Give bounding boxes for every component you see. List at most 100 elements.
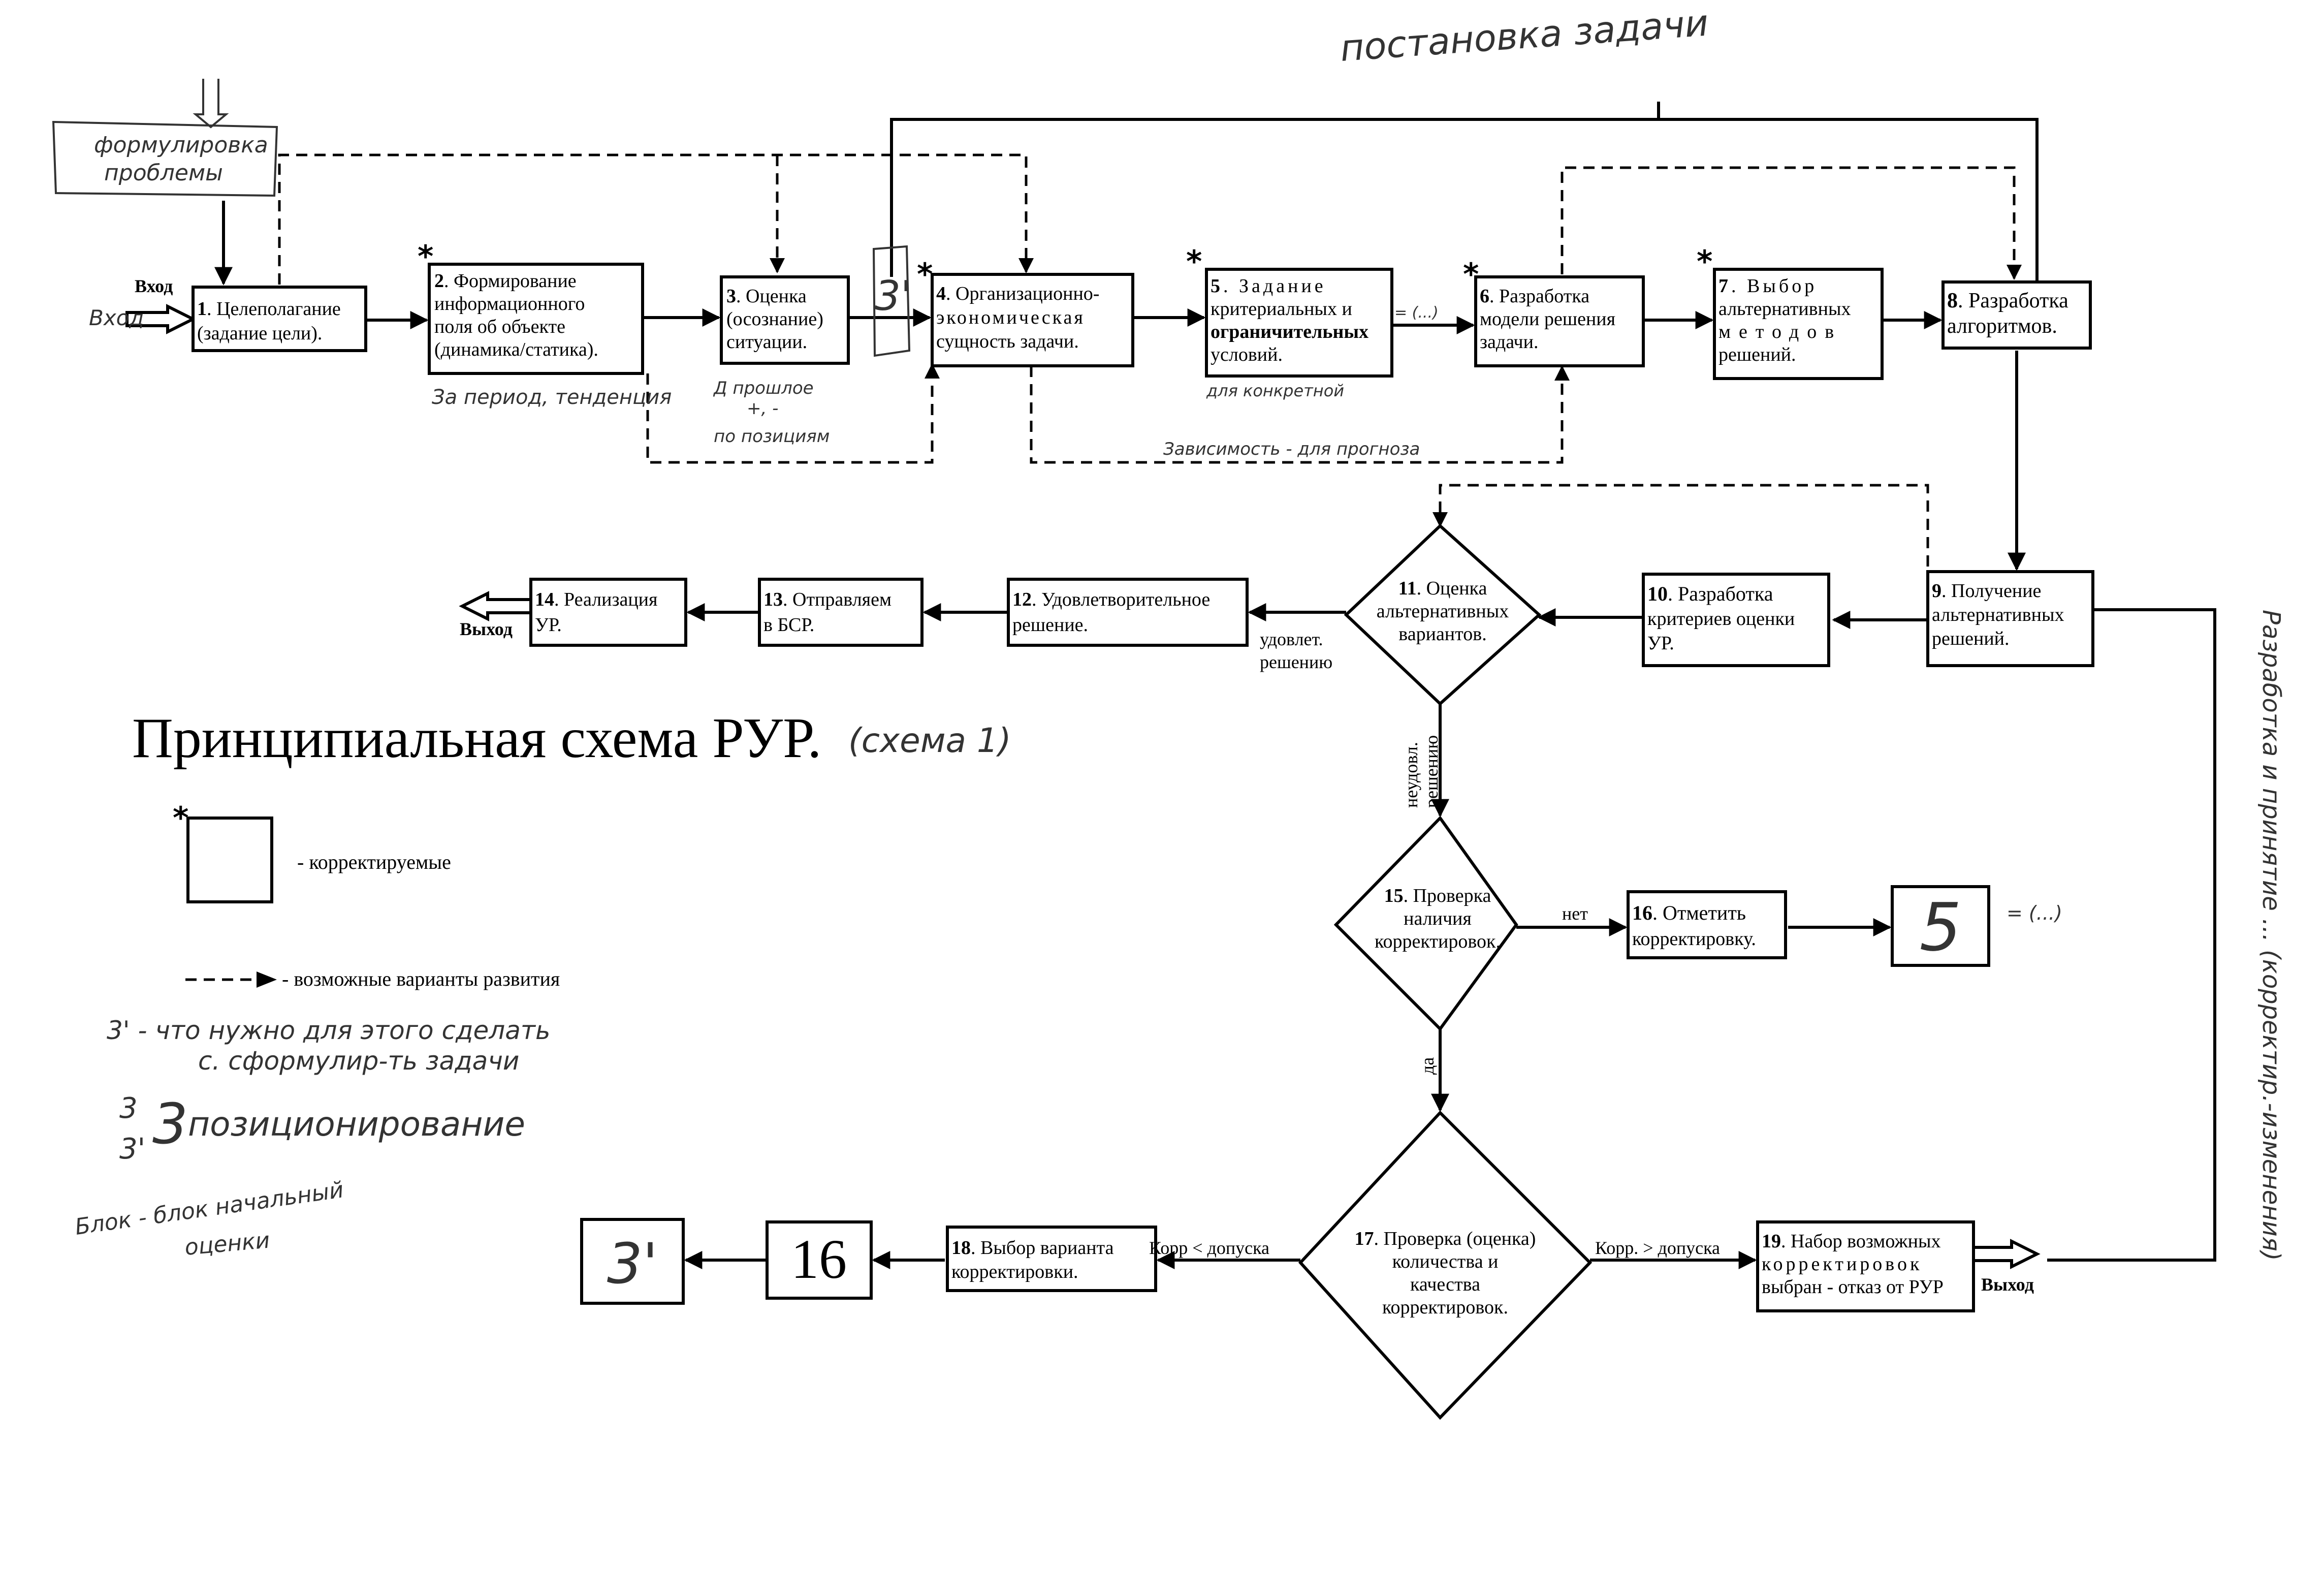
svg-text:1. Целеполагание: 1. Целеполагание	[197, 298, 341, 320]
legend-box	[186, 817, 273, 903]
corrected-markers: * * * * *	[418, 239, 1712, 292]
svg-text:корректировку.: корректировку.	[1632, 928, 1756, 950]
svg-text:решений.: решений.	[1718, 344, 1796, 365]
dash-2-4	[646, 363, 940, 464]
connectors	[125, 79, 2216, 1269]
svg-text:5: 5	[1920, 889, 1962, 966]
svg-text:по позициям: по позициям	[714, 426, 830, 447]
asterisk-icon: *	[1186, 244, 1202, 279]
svg-text:18. Выбор варианта: 18. Выбор варианта	[951, 1237, 1114, 1259]
block-15: 15. Проверка наличия корректировок.	[1333, 815, 1518, 1031]
page-title: Принципиальная схема РУР.	[132, 707, 821, 770]
svg-text:нет: нет	[1562, 903, 1588, 924]
svg-text:(задание цели).: (задание цели).	[197, 323, 322, 344]
right-feedback-line	[2047, 608, 2216, 1262]
asterisk-icon: *	[1463, 257, 1479, 292]
block-4: 4. Организационно- экономическая сущност…	[931, 273, 1134, 367]
svg-text:- возможные варианты развития: - возможные варианты развития	[282, 967, 560, 990]
svg-text:14. Реализация: 14. Реализация	[535, 589, 658, 610]
block-10: 10. Разработка критериев оценки УР.	[1642, 573, 1830, 667]
block-17: 17. Проверка (оценка) количества и качес…	[1298, 1110, 1593, 1420]
box-16-ref: 16	[766, 1220, 873, 1300]
svg-text:выбран - отказ от РУР: выбран - отказ от РУР	[1762, 1276, 1944, 1298]
top-bracket-line	[890, 118, 2039, 282]
svg-text:УР.: УР.	[535, 614, 562, 636]
svg-text:критериальных и: критериальных и	[1211, 298, 1352, 320]
svg-text:Вход: Вход	[89, 305, 144, 330]
svg-text:вариантов.: вариантов.	[1398, 623, 1486, 645]
svg-text:15. Проверка: 15. Проверка	[1384, 885, 1491, 906]
svg-text:= (...): = (...)	[1394, 304, 1439, 322]
svg-text:Выход: Выход	[1981, 1274, 2034, 1295]
block-9: 9. Получение альтернативных решений.	[1926, 570, 2094, 667]
svg-text:(схема 1): (схема 1)	[848, 721, 1011, 760]
svg-text:Вход: Вход	[135, 276, 173, 296]
svg-text:Зависимость - для прогноза: Зависимость - для прогноза	[1163, 439, 1420, 459]
svg-text:неудовл.: неудовл.	[1401, 742, 1421, 808]
svg-text:9. Получение: 9. Получение	[1932, 580, 2041, 602]
block-16: 16. Отметить корректировку.	[1627, 890, 1787, 959]
entry-arrow-1	[125, 304, 197, 334]
svg-text:решению: решению	[1260, 652, 1332, 672]
exit-arrow-14	[459, 591, 531, 621]
block-18: 18. Выбор варианта корректировки.	[946, 1226, 1157, 1292]
svg-text:формулировка: формулировка	[94, 132, 268, 158]
block-11: 11. Оценка альтернативных вариантов.	[1344, 523, 1542, 706]
svg-text:альтернативных: альтернативных	[1377, 601, 1509, 622]
svg-text:8. Разработка: 8. Разработка	[1947, 289, 2068, 312]
svg-text:Д прошлое: Д прошлое	[713, 378, 814, 398]
svg-text:Блок - блок начальный: Блок - блок начальный	[73, 1177, 345, 1240]
block-2: 2. Формирование информационного поля об …	[428, 263, 644, 375]
legend: * - корректируемые - возможные варианты …	[173, 800, 560, 990]
svg-text:решение.: решение.	[1012, 614, 1088, 636]
asterisk-icon: *	[418, 239, 433, 274]
svg-text:сущность задачи.: сущность задачи.	[936, 331, 1079, 352]
block-1: 1. Целеполагание (задание цели).	[192, 286, 367, 352]
svg-text:корректировок.: корректировок.	[1382, 1297, 1508, 1318]
svg-text:7. Выбор: 7. Выбор	[1718, 275, 1817, 297]
svg-text:для конкретной: для конкретной	[1206, 381, 1344, 400]
svg-text:= (...): = (...)	[2007, 902, 2062, 924]
svg-text:с. сформулир-ть задачи: с. сформулир-ть задачи	[198, 1046, 519, 1076]
svg-text:альтернативных: альтернативных	[1718, 298, 1851, 320]
svg-text:постановка задачи: постановка задачи	[1339, 1, 1710, 69]
svg-text:Разработка и принятие ... (кор: Разработка и принятие ... (корректир.-из…	[2257, 610, 2285, 1261]
svg-text:3: 3	[119, 1092, 138, 1125]
svg-text:16. Отметить: 16. Отметить	[1632, 901, 1746, 924]
svg-text:6. Разработка: 6. Разработка	[1480, 286, 1589, 307]
svg-text:информационного: информационного	[434, 293, 585, 315]
dash-1-4	[278, 153, 1034, 285]
svg-text:альтернативных: альтернативных	[1932, 604, 2064, 625]
svg-text:корректировок: корректировок	[1762, 1253, 1922, 1275]
svg-text:12. Удовлетворительное: 12. Удовлетворительное	[1012, 589, 1210, 610]
exit-arrow-19	[1973, 1239, 2041, 1269]
hw-top-arrow	[193, 79, 229, 129]
svg-text:поля об объекте: поля об объекте	[434, 316, 565, 337]
svg-text:3' - что нужно для этого сдела: 3' - что нужно для этого сделать	[107, 1016, 550, 1045]
block-19: 19. Набор возможных корректировок выбран…	[1756, 1220, 1975, 1312]
svg-text:10. Разработка: 10. Разработка	[1647, 582, 1773, 605]
svg-text:- корректируемые: - корректируемые	[297, 851, 451, 873]
svg-text:решению: решению	[1421, 735, 1442, 808]
block-6: 6. Разработка модели решения задачи.	[1474, 275, 1645, 367]
flow-labels: Вход Выход Выход удовлет. решению неудов…	[135, 276, 2034, 1295]
svg-text:11. Оценка: 11. Оценка	[1398, 578, 1487, 599]
svg-text:корректировки.: корректировки.	[951, 1261, 1078, 1282]
svg-text:13. Отправляем: 13. Отправляем	[763, 589, 892, 610]
svg-text:2. Формирование: 2. Формирование	[434, 270, 577, 292]
svg-text:оценки: оценки	[184, 1228, 271, 1261]
asterisk-icon: *	[917, 257, 933, 292]
svg-text:экономическая: экономическая	[936, 307, 1085, 328]
asterisk-icon: *	[1697, 244, 1712, 279]
svg-text:3: 3	[152, 1091, 188, 1156]
svg-text:наличия: наличия	[1404, 908, 1472, 929]
svg-text:(динамика/статика).: (динамика/статика).	[434, 339, 598, 360]
dash-6-8	[1561, 166, 2022, 280]
legend-arrowhead-icon	[257, 971, 277, 988]
block-3: 3. Оценка (осознание) ситуации.	[720, 275, 850, 365]
svg-text:5. Задание: 5. Задание	[1211, 275, 1326, 297]
svg-text:количества и: количества и	[1392, 1251, 1499, 1272]
svg-text:3': 3'	[607, 1231, 658, 1296]
